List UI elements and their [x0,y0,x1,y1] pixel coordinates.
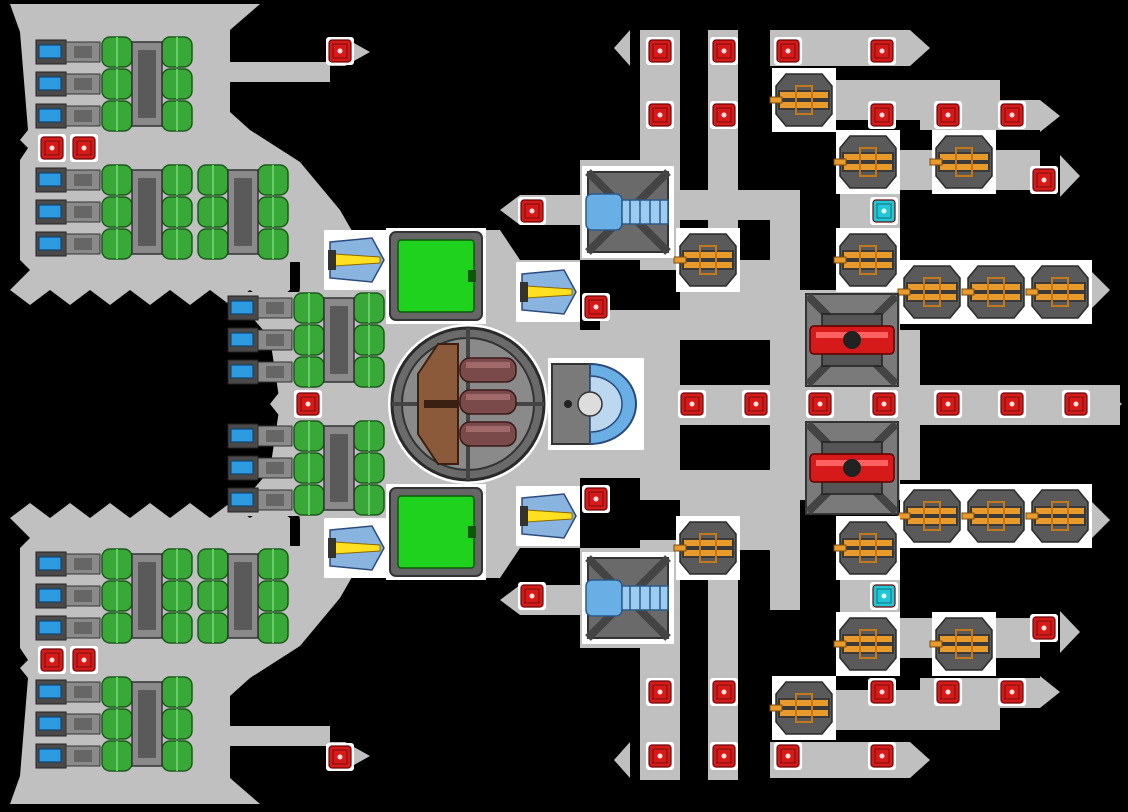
hull-tip [1040,100,1060,132]
orange-turret[interactable] [929,612,996,676]
red-armor-block[interactable] [646,742,674,770]
red-armor-block[interactable] [70,646,98,674]
red-armor-block[interactable] [742,390,770,418]
red-armor-block[interactable] [774,742,802,770]
red-armor-block[interactable] [678,390,706,418]
orange-turret[interactable] [769,676,836,740]
red-armor-block[interactable] [38,646,66,674]
red-armor-block[interactable] [646,101,674,129]
battery-bank[interactable] [227,292,385,388]
orange-turret[interactable] [961,260,1028,324]
red-armor-block[interactable] [806,390,834,418]
blue-laser-turret[interactable] [582,166,674,258]
red-armor-block[interactable] [710,37,738,65]
orange-turret[interactable] [833,130,900,194]
orange-turret[interactable] [833,516,900,580]
orange-turret[interactable] [1025,260,1092,324]
hull-tip [1100,385,1122,423]
orange-turret[interactable] [673,228,740,292]
red-armor-block[interactable] [294,390,322,418]
hull-tip [910,742,930,778]
red-armor-block[interactable] [774,37,802,65]
sensor-dome[interactable] [548,358,644,450]
reactor-core[interactable] [388,324,548,484]
red-armor-block[interactable] [934,390,962,418]
orange-turret[interactable] [1025,484,1092,548]
cyan-armor-block[interactable] [870,197,898,225]
orange-turret[interactable] [897,484,964,548]
red-armor-block[interactable] [582,293,610,321]
red-armor-block[interactable] [710,101,738,129]
yellow-thruster[interactable] [324,230,388,290]
red-armor-block[interactable] [998,390,1026,418]
red-armor-block[interactable] [582,485,610,513]
red-armor-block[interactable] [1062,390,1090,418]
red-armor-block[interactable] [998,101,1026,129]
hull-strut [640,340,680,480]
red-armor-block[interactable] [1030,166,1058,194]
red-armor-block[interactable] [326,37,354,65]
red-armor-block[interactable] [70,134,98,162]
yellow-thruster[interactable] [516,262,580,322]
hull-tip [500,585,520,615]
red-armor-block[interactable] [934,678,962,706]
orange-turret[interactable] [929,130,996,194]
battery-bank[interactable] [35,36,193,132]
hull-tip [1060,155,1080,197]
red-armor-block[interactable] [868,742,896,770]
red-armor-block[interactable] [870,390,898,418]
red-heavy-turret[interactable] [805,421,899,515]
red-armor-block[interactable] [1030,614,1058,642]
hull-strut [740,490,800,550]
hull-tip [1090,500,1110,540]
red-armor-block[interactable] [868,37,896,65]
red-armor-block[interactable] [934,101,962,129]
hull-tip [910,30,930,66]
red-armor-block[interactable] [998,678,1026,706]
orange-turret[interactable] [673,516,740,580]
red-armor-block[interactable] [646,37,674,65]
red-armor-block[interactable] [518,582,546,610]
hull-strut [900,330,920,480]
red-heavy-turret[interactable] [805,293,899,387]
orange-turret[interactable] [961,484,1028,548]
hull-tip [614,30,630,66]
battery-bank[interactable] [227,420,385,516]
orange-turret[interactable] [769,68,836,132]
hull-strut [740,260,800,320]
red-armor-block[interactable] [710,742,738,770]
red-armor-block[interactable] [868,678,896,706]
yellow-thruster[interactable] [324,518,388,578]
green-console[interactable] [386,228,486,324]
hull-tip [1090,270,1110,310]
red-armor-block[interactable] [326,743,354,771]
orange-turret[interactable] [833,228,900,292]
red-armor-block[interactable] [868,101,896,129]
battery-bank[interactable] [35,548,289,644]
hull-tip [1040,676,1060,708]
hull-tip [1060,611,1080,653]
red-armor-block[interactable] [38,134,66,162]
yellow-thruster[interactable] [516,486,580,546]
orange-turret[interactable] [897,260,964,324]
cyan-armor-block[interactable] [870,582,898,610]
orange-turret[interactable] [833,612,900,676]
hull-tip [614,742,630,778]
ship-parts [35,36,1092,772]
red-armor-block[interactable] [710,678,738,706]
red-armor-block[interactable] [518,197,546,225]
battery-bank[interactable] [35,164,289,260]
battery-bank[interactable] [35,676,193,772]
blue-laser-turret[interactable] [582,552,674,644]
green-console[interactable] [386,484,486,580]
hull-tip [500,195,520,225]
red-armor-block[interactable] [646,678,674,706]
hull-tip [270,385,285,423]
